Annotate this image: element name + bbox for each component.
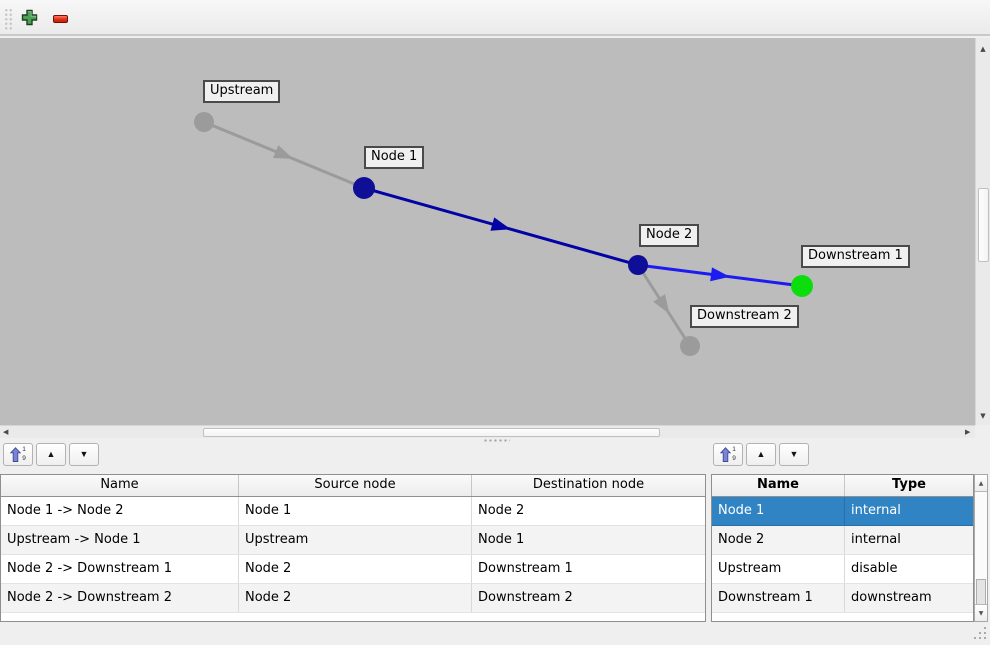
sort-digit-top: 1 bbox=[22, 446, 26, 453]
edge-arrow-icon bbox=[653, 294, 670, 314]
table-cell: Node 1 bbox=[478, 532, 525, 547]
scroll-up-icon[interactable]: ▲ bbox=[975, 475, 987, 492]
table-row[interactable]: Downstream 1 downstream bbox=[712, 584, 973, 613]
scroll-left-icon[interactable]: ◀ bbox=[3, 428, 9, 436]
sort-digit-bottom: 9 bbox=[22, 454, 26, 462]
edge-arrow-icon bbox=[710, 267, 730, 282]
add-button[interactable] bbox=[17, 7, 41, 31]
edge-move-up-button[interactable]: ▲ bbox=[36, 443, 66, 466]
green-plus-icon bbox=[21, 9, 38, 29]
up-triangle-icon: ▲ bbox=[46, 449, 56, 459]
table-cell: Upstream bbox=[239, 526, 472, 554]
sort-digit-top: 1 bbox=[732, 446, 736, 453]
window-resize-grip[interactable] bbox=[972, 626, 988, 642]
red-minus-icon bbox=[52, 15, 68, 23]
sort-ascending-icon: 1 9 bbox=[720, 446, 736, 463]
node-label[interactable]: Upstream bbox=[203, 80, 281, 103]
canvas-vertical-scrollbar: ▲ ▼ bbox=[975, 38, 990, 425]
node-label[interactable]: Downstream 1 bbox=[801, 245, 910, 268]
remove-button[interactable] bbox=[48, 7, 72, 31]
canvas-horizontal-scrollbar: ◀ ▶ bbox=[0, 425, 975, 438]
column-header[interactable]: Name bbox=[1, 475, 239, 496]
graph-node[interactable] bbox=[628, 255, 648, 275]
table-cell: Node 1 bbox=[239, 497, 472, 525]
table-cell: downstream bbox=[851, 590, 932, 605]
graph-node[interactable] bbox=[791, 275, 813, 297]
table-cell: Node 2 bbox=[239, 584, 472, 612]
scroll-down-icon[interactable]: ▼ bbox=[980, 412, 986, 420]
node-table-header: Name Type bbox=[712, 475, 973, 497]
sort-digit-bottom: 9 bbox=[732, 454, 736, 462]
down-triangle-icon: ▼ bbox=[79, 449, 89, 459]
edge-arrow-icon bbox=[273, 145, 294, 159]
edge-sort-button[interactable]: 1 9 bbox=[3, 443, 33, 466]
table-cell: Node 2 bbox=[712, 526, 845, 554]
sort-ascending-icon: 1 9 bbox=[10, 446, 26, 463]
table-cell: internal bbox=[851, 532, 901, 547]
node-sort-button[interactable]: 1 9 bbox=[713, 443, 743, 466]
node-label[interactable]: Node 1 bbox=[364, 146, 425, 169]
node-move-up-button[interactable]: ▲ bbox=[746, 443, 776, 466]
table-cell: disable bbox=[851, 561, 898, 576]
table-row[interactable]: Node 2 internal bbox=[712, 526, 973, 555]
table-cell: Node 2 bbox=[478, 503, 525, 518]
edge-arrow-icon bbox=[490, 217, 511, 231]
column-header[interactable]: Destination node bbox=[532, 477, 645, 492]
table-row[interactable]: Upstream disable bbox=[712, 555, 973, 584]
table-cell: Upstream bbox=[712, 555, 845, 583]
column-header[interactable]: Source node bbox=[239, 475, 472, 496]
graph-node[interactable] bbox=[353, 177, 375, 199]
scroll-up-icon[interactable]: ▲ bbox=[980, 45, 986, 53]
node-table-scrollbar: ▲ ▼ bbox=[974, 474, 988, 622]
table-cell: Node 1 -> Node 2 bbox=[1, 497, 239, 525]
edge-move-down-button[interactable]: ▼ bbox=[69, 443, 99, 466]
node-label[interactable]: Downstream 2 bbox=[690, 305, 799, 328]
table-cell: Downstream 1 bbox=[712, 584, 845, 612]
up-triangle-icon: ▲ bbox=[756, 449, 766, 459]
pane-splitter-handle[interactable] bbox=[482, 437, 510, 443]
main-toolbar bbox=[0, 0, 990, 36]
node-label[interactable]: Node 2 bbox=[639, 224, 700, 247]
column-header[interactable]: Name bbox=[712, 475, 845, 496]
graph-node[interactable] bbox=[680, 336, 700, 356]
table-cell: Downstream 1 bbox=[478, 561, 573, 576]
table-cell: Node 2 -> Downstream 2 bbox=[1, 584, 239, 612]
node-move-down-button[interactable]: ▼ bbox=[779, 443, 809, 466]
table-cell: Downstream 2 bbox=[478, 590, 573, 605]
column-header[interactable]: Type bbox=[892, 477, 926, 492]
horizontal-scrollbar-thumb[interactable] bbox=[203, 428, 660, 437]
table-cell: Upstream -> Node 1 bbox=[1, 526, 239, 554]
table-row[interactable]: Node 1 internal bbox=[712, 497, 973, 526]
down-triangle-icon: ▼ bbox=[789, 449, 799, 459]
toolbar-drag-handle[interactable] bbox=[4, 8, 13, 30]
table-cell: Node 2 -> Downstream 1 bbox=[1, 555, 239, 583]
table-cell: Node 1 bbox=[712, 497, 845, 525]
graph-svg bbox=[194, 112, 813, 356]
table-cell: Node 2 bbox=[239, 555, 472, 583]
graph-node[interactable] bbox=[194, 112, 214, 132]
scroll-down-icon[interactable]: ▼ bbox=[975, 604, 987, 621]
scroll-right-icon[interactable]: ▶ bbox=[965, 428, 971, 436]
vertical-scrollbar-thumb[interactable] bbox=[978, 188, 989, 262]
table-cell: internal bbox=[851, 503, 901, 518]
